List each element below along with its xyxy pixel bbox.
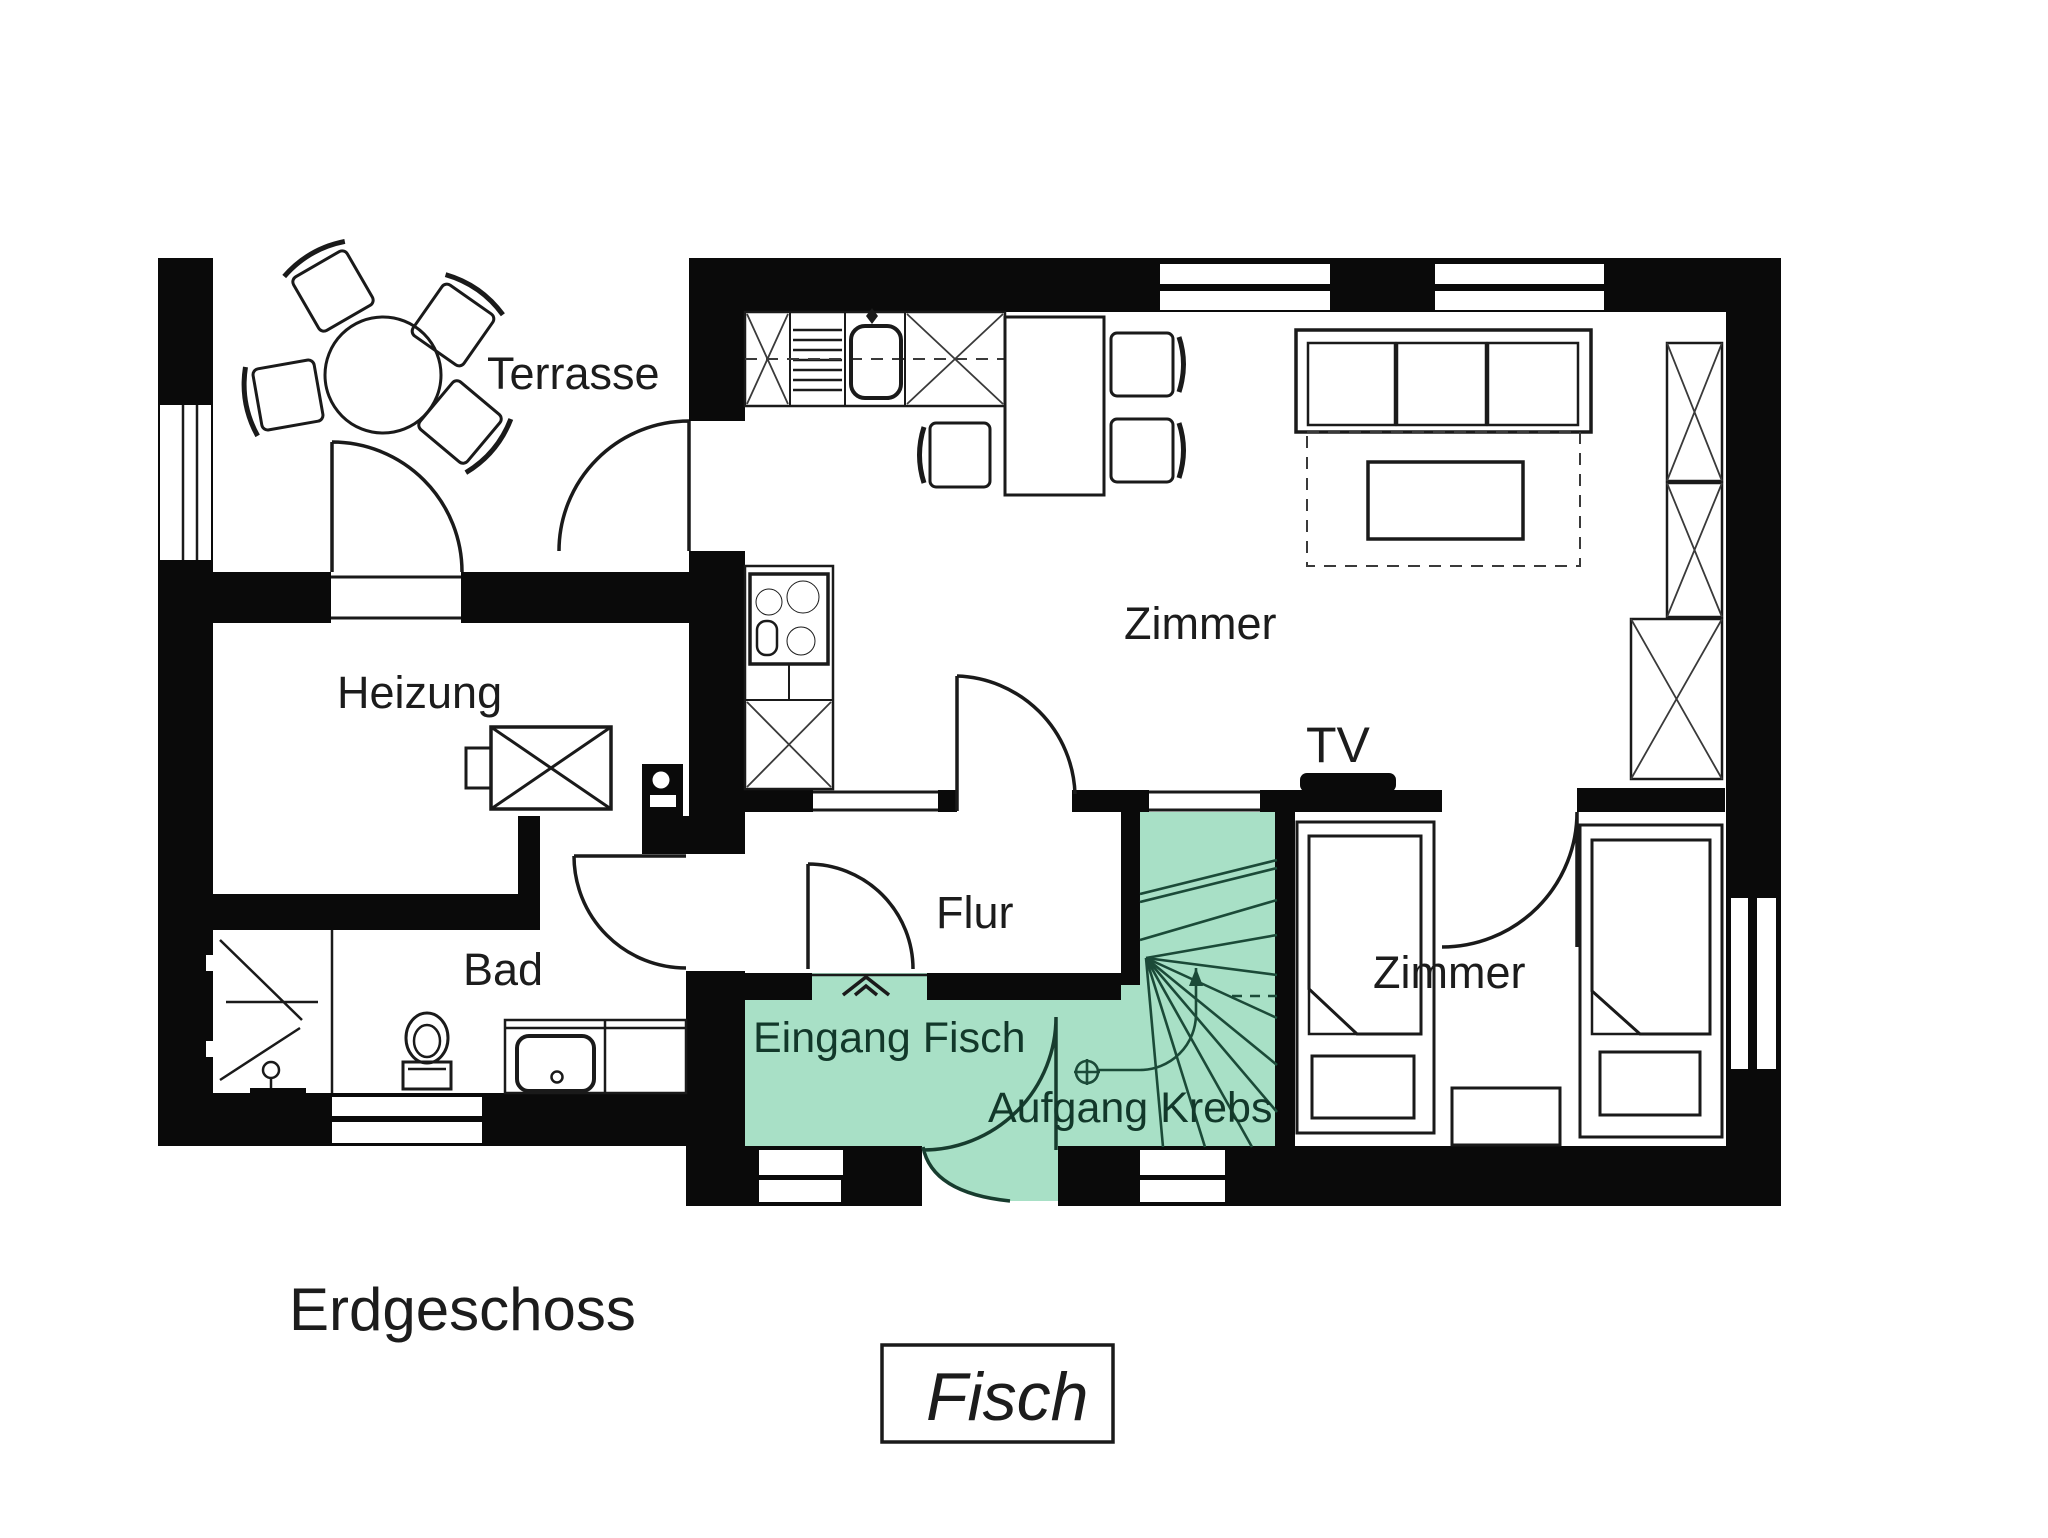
doors	[330, 419, 1579, 1203]
annotation-entrance: Eingang Fisch	[753, 1014, 1026, 1062]
kitchen-stove-block	[743, 564, 835, 791]
washbasin-counter	[503, 1018, 688, 1095]
living-room-door	[955, 674, 1077, 811]
kitchen-chair	[1109, 417, 1186, 484]
terrace-kitchen-door	[557, 419, 691, 552]
kitchen-faucet-icon	[866, 308, 878, 324]
room-label-hall: Flur	[936, 887, 1014, 938]
kitchen-counter	[743, 308, 1007, 408]
room-label-heating: Heizung	[337, 667, 502, 718]
floor-label: Erdgeschoss	[289, 1276, 636, 1343]
spiral-staircase	[1074, 858, 1278, 1148]
tv	[1300, 773, 1396, 792]
living-room-furniture	[1294, 328, 1724, 792]
stair-top-opening	[1149, 790, 1260, 812]
heating-room-fixtures	[464, 725, 683, 816]
room-label-living: Zimmer	[1124, 598, 1276, 649]
wardrobe-cabinets	[1629, 341, 1724, 781]
sofa	[1294, 328, 1593, 434]
annotation-staircase: Aufgang Krebs	[988, 1084, 1272, 1132]
unit-label-box: Fisch	[880, 1343, 1115, 1444]
annotation-tv: TV	[1306, 717, 1371, 773]
room-label-terrace: Terrasse	[487, 348, 660, 399]
hall-door	[806, 862, 915, 970]
coffee-table	[1366, 460, 1525, 541]
bed	[1295, 820, 1436, 1135]
entrance-area-highlight	[745, 812, 1275, 1201]
window-bath-south	[332, 1097, 482, 1143]
windows	[160, 264, 1776, 1202]
shower-icon	[219, 939, 318, 1094]
room-label-bedroom: Zimmer	[1373, 947, 1525, 998]
terrace-door-threshold	[331, 575, 461, 620]
bedside-bench	[1450, 1086, 1562, 1147]
window-bottom-1	[759, 1150, 843, 1202]
washbasin	[515, 1034, 596, 1093]
window-bottom-2	[1140, 1150, 1225, 1202]
kitchen-chair	[917, 421, 992, 489]
labels: Terrasse Heizung Bad Flur Zimmer TV Zimm…	[289, 348, 1525, 1444]
window-left	[160, 405, 211, 560]
terrace-chair	[417, 379, 514, 475]
front-door-swing-outside	[923, 1147, 1058, 1201]
bath-door	[572, 854, 687, 970]
terrace-chair	[282, 239, 375, 333]
room-label-bath: Bad	[463, 944, 543, 995]
terrace-heating-door	[330, 440, 464, 573]
bed	[1578, 823, 1724, 1139]
window-right	[1731, 898, 1776, 1069]
terrace-table	[323, 315, 443, 435]
rug	[1306, 431, 1581, 567]
kitchen-sink	[849, 324, 903, 400]
terrace-chair	[410, 272, 505, 368]
window-top-1	[1160, 264, 1330, 310]
threshold-chevron-icon	[812, 973, 927, 997]
bedroom-door	[1441, 811, 1579, 949]
bedroom-furniture	[1295, 820, 1724, 1147]
kitchen-table-group	[917, 315, 1186, 497]
toilet	[401, 1011, 453, 1091]
kitchen-hall-opening	[813, 790, 938, 812]
terrace-chair	[241, 358, 325, 438]
kitchen-table	[1003, 315, 1106, 497]
openings	[331, 575, 1260, 812]
unit-label: Fisch	[926, 1359, 1088, 1435]
front-door	[921, 1016, 1058, 1203]
window-top-2	[1435, 264, 1604, 310]
kitchen-chair	[1109, 331, 1186, 398]
bathroom-fixtures	[206, 930, 688, 1095]
terrace-table-and-chairs	[241, 239, 514, 475]
